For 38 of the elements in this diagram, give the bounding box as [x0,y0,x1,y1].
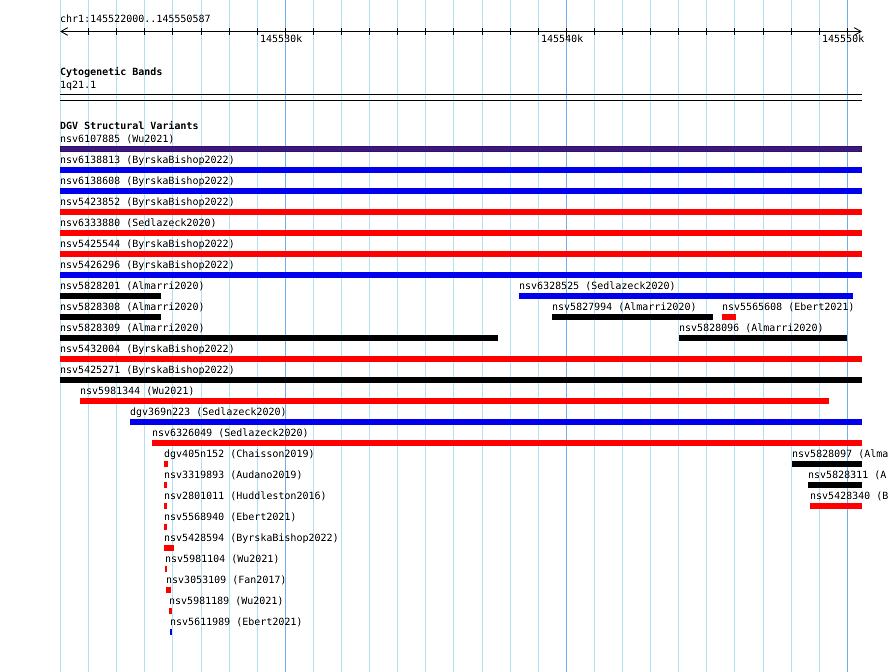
variant-label: nsv5981104 (Wu2021) [165,554,280,566]
variant-label: nsv5611989 (Ebert2021) [170,617,302,629]
variant-label: nsv5828097 (Alma [792,449,888,461]
variant-label: nsv6138608 (ByrskaBishop2022) [60,176,235,188]
variant-label: nsv5828311 (A [808,470,886,482]
variant-label: nsv5828309 (Almarri2020) [60,323,204,335]
track-title: Cytogenetic Bands [60,67,162,79]
tick-label: 145540k [541,34,584,46]
variant-label: nsv5425271 (ByrskaBishop2022) [60,365,235,377]
variant-label: nsv5828308 (Almarri2020) [60,302,204,314]
band-label: 1q21.1 [60,80,96,92]
variant-label: nsv5828096 (Almarri2020) [679,323,824,335]
tick-label: 145530k [260,34,302,46]
variant-label: nsv6328525 (Sedlazeck2020) [519,281,676,293]
variant-label: nsv5428340 (B [810,491,888,503]
variant-label: nsv5981344 (Wu2021) [80,386,194,398]
variant-label: nsv5827994 (Almarri2020) [552,302,696,314]
variant-label: nsv5981189 (Wu2021) [169,596,284,608]
variant-label: nsv6138813 (ByrskaBishop2022) [60,155,235,167]
tick-label: 145550k [822,34,864,46]
variant-label: nsv3053109 (Fan2017) [166,575,286,587]
track-title: DGV Structural Variants [60,121,198,133]
variant-label: nsv5425544 (ByrskaBishop2022) [60,239,235,251]
axis-label: chr1:145522000..145550587 [60,14,211,26]
variant-label: dgv405n152 (Chaisson2019) [164,449,315,461]
variant-label: nsv5426296 (ByrskaBishop2022) [60,260,235,272]
variant-label: nsv5565608 (Ebert2021) [722,302,854,314]
variant-label: nsv5423852 (ByrskaBishop2022) [60,197,235,209]
variant-label: dgv369n223 (Sedlazeck2020) [130,407,287,419]
variant-label: nsv5568940 (Ebert2021) [164,512,296,524]
variant-label: nsv5432004 (ByrskaBishop2022) [60,344,235,356]
variant-label: nsv2801011 (Huddleston2016) [164,491,327,503]
variant-label: nsv6333880 (Sedlazeck2020) [60,218,217,230]
variant-label: nsv6107885 (Wu2021) [60,134,174,146]
variant-label: nsv3319893 (Audano2019) [164,470,302,482]
variant-label: nsv5428594 (ByrskaBishop2022) [164,533,339,545]
variant-label: nsv5828201 (Almarri2020) [60,281,204,293]
variant-label: nsv6326049 (Sedlazeck2020) [152,428,309,440]
